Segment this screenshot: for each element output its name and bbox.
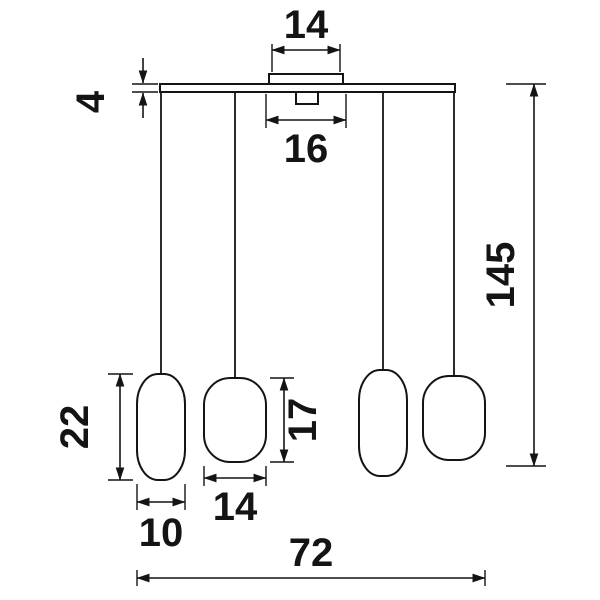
dim-left-shade-height-label: 22: [53, 405, 97, 450]
ceiling-bar: [159, 83, 456, 93]
dim-left-shade-height-annotation: 22: [53, 373, 133, 481]
dim-bar-thickness-label: 4: [69, 90, 113, 113]
dim-canopy-base-annotation: 16: [265, 94, 347, 171]
dim-canopy-base-label: 16: [284, 127, 329, 171]
lamp-shade-1: [136, 373, 186, 481]
dim-canopy-width-label: 14: [284, 3, 329, 47]
dim-overall-height-label: 145: [479, 242, 523, 309]
lamp-shade-3: [358, 369, 408, 477]
dim-second-shade-height-label: 17: [281, 398, 325, 443]
dim-overall-height-annotation: 145: [479, 83, 546, 467]
dim-bar-thickness-annotation: 4: [69, 58, 158, 118]
dim-second-shade-width-annotation: 14: [203, 466, 267, 529]
dim-second-shade-width-label: 14: [213, 485, 258, 529]
dim-overall-width-label: 72: [289, 531, 334, 575]
canopy-connector: [295, 91, 319, 105]
lamp-shade-2: [203, 377, 267, 463]
dim-left-shade-width-annotation: 10: [136, 484, 186, 555]
ceiling-assembly: [159, 73, 456, 105]
lamp-shade-4: [422, 375, 486, 461]
dim-canopy-width-annotation: 14: [271, 3, 341, 72]
dim-left-shade-width-label: 10: [139, 511, 184, 555]
ceiling-canopy: [268, 73, 344, 85]
dim-second-shade-height-annotation: 17: [270, 377, 325, 463]
dim-overall-width-annotation: 72: [136, 531, 486, 586]
